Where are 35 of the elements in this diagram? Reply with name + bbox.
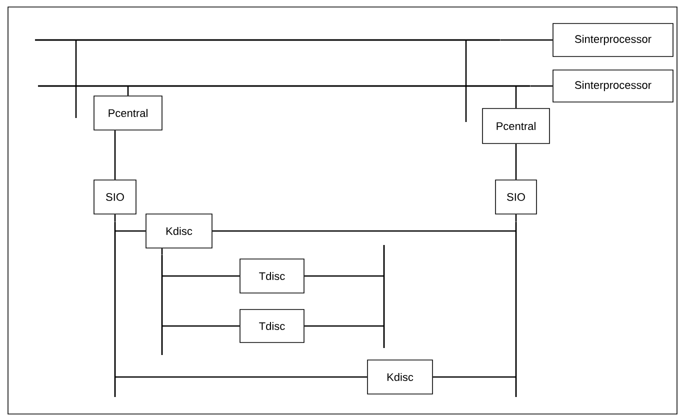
connector-line bbox=[162, 275, 240, 277]
bus-line bbox=[515, 222, 517, 397]
bus-line bbox=[383, 245, 385, 348]
unit-box: Kdisc bbox=[367, 360, 433, 394]
connector-line bbox=[515, 86, 517, 108]
connector-line bbox=[432, 376, 516, 378]
unit-box: SIO bbox=[94, 180, 136, 214]
unit-box: Sinterprocessor bbox=[552, 23, 674, 57]
bus-line bbox=[38, 85, 530, 87]
connector-line bbox=[212, 230, 516, 232]
connector-line bbox=[115, 230, 146, 232]
unit-box: Pcentral bbox=[482, 108, 550, 144]
connector-line bbox=[500, 39, 553, 41]
unit-box: SIO bbox=[495, 180, 537, 214]
connector-line bbox=[114, 214, 116, 222]
unit-box: Sinterprocessor bbox=[552, 70, 674, 102]
unit-box: Kdisc bbox=[146, 214, 212, 248]
bus-line bbox=[35, 39, 500, 41]
unit-box: Tdisc bbox=[240, 309, 304, 343]
connector-line bbox=[162, 325, 240, 327]
connector-line bbox=[304, 275, 384, 277]
connector-line bbox=[515, 144, 517, 180]
connector-line bbox=[115, 376, 368, 378]
unit-box: Tdisc bbox=[240, 258, 304, 294]
connector-line bbox=[127, 86, 129, 96]
connector-line bbox=[161, 248, 163, 255]
connector-line bbox=[304, 325, 384, 327]
connector-line bbox=[114, 130, 116, 180]
connector-line bbox=[75, 40, 77, 118]
connector-line bbox=[515, 214, 517, 222]
connector-line bbox=[530, 85, 553, 87]
bus-line bbox=[114, 222, 116, 397]
unit-box: Pcentral bbox=[94, 96, 162, 130]
bus-line bbox=[161, 255, 163, 355]
connector-line bbox=[465, 40, 467, 122]
